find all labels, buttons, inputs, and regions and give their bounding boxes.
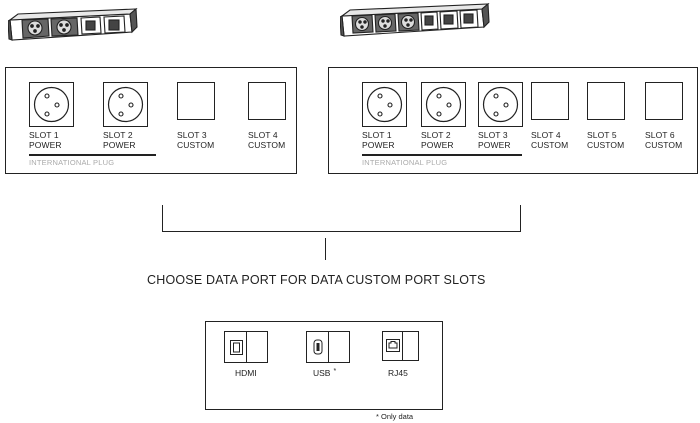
hdmi-port-module [224, 331, 268, 363]
slot-4-custom-box [248, 82, 286, 120]
power-group-underline [362, 154, 522, 156]
slot-1-power-box [362, 82, 407, 127]
center-connector-line [325, 238, 326, 260]
data-port-panel: HDMI USB* RJ45 [205, 321, 443, 410]
slot-3-custom-box [177, 82, 215, 120]
power-socket-icon [107, 86, 144, 123]
power-group-underline [29, 154, 156, 156]
left-connector-line [162, 205, 163, 232]
footnote: * Only data [376, 412, 414, 421]
slot-5-custom-box [587, 82, 625, 120]
rj45-port-module [382, 331, 419, 361]
hdmi-label: HDMI [235, 368, 257, 378]
hdmi-port-icon [230, 340, 243, 355]
slot-2-power-box [421, 82, 466, 127]
slot-4-custom-box [531, 82, 569, 120]
slot-1-power-box [29, 82, 74, 127]
power-socket-icon [366, 86, 403, 123]
usb-c-port-icon [313, 339, 323, 355]
power-strip-6-slot-illustration [340, 2, 490, 46]
slot-6-custom-box [645, 82, 683, 120]
rj45-label: RJ45 [388, 368, 408, 378]
slot-3-power-box [478, 82, 523, 127]
international-plug-label: INTERNATIONAL PLUG [29, 158, 115, 167]
bracket-line [162, 231, 521, 232]
power-socket-icon [482, 86, 519, 123]
rj45-port-icon [386, 339, 400, 352]
international-plug-label: INTERNATIONAL PLUG [362, 158, 448, 167]
slot-2-power-box [103, 82, 148, 127]
data-port-heading: CHOOSE DATA PORT FOR DATA CUSTOM PORT SL… [147, 273, 486, 287]
power-socket-icon [425, 86, 462, 123]
usb-port-module [306, 331, 350, 363]
right-connector-line [520, 205, 521, 232]
power-socket-icon [33, 86, 70, 123]
usb-label: USB* [313, 368, 337, 378]
power-strip-4-slot-illustration [8, 6, 138, 50]
